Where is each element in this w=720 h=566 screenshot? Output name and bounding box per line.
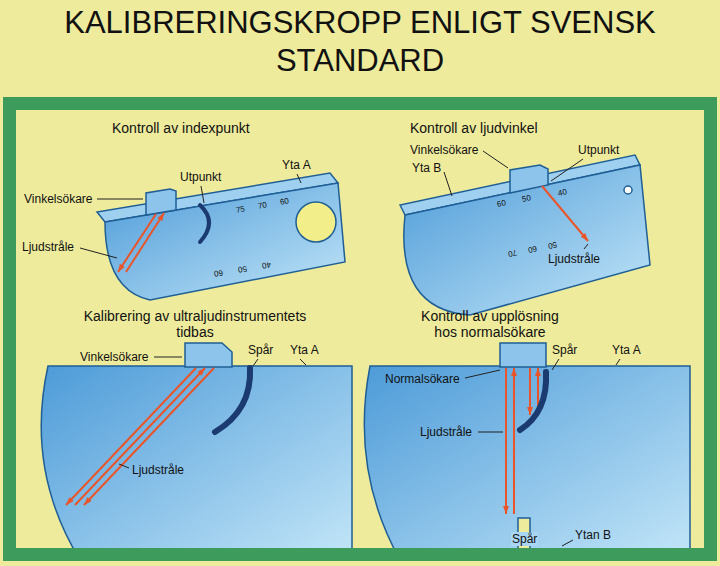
index-arc	[200, 205, 209, 242]
part-label: Yta B	[412, 161, 441, 175]
beam-line	[505, 368, 507, 514]
scale-number: 40	[557, 187, 568, 198]
panel-heading: Kalibrering av ultraljudinstrumentets ti…	[65, 308, 325, 340]
part-label: Yta A	[290, 343, 319, 357]
side-face	[364, 366, 690, 560]
panel-heading: Kontroll av ljudvinkel	[410, 120, 538, 136]
leader-lines	[80, 151, 620, 546]
scale-number: 50	[547, 239, 558, 250]
green-frame	[10, 104, 711, 555]
leader-line	[552, 359, 559, 370]
leader-line	[154, 357, 182, 358]
leader-line	[562, 540, 573, 546]
scale-number: 50	[237, 263, 247, 274]
angle-probe	[146, 189, 176, 215]
side-face	[41, 366, 352, 560]
beam-line	[542, 186, 588, 241]
sound-beam	[66, 368, 214, 505]
leader-line	[584, 244, 588, 249]
slot	[520, 372, 546, 430]
leader-line	[119, 464, 129, 468]
part-label: Ljudstråle	[132, 463, 184, 477]
part-label: Ljudstråle	[22, 240, 74, 254]
part-label: Spår	[552, 343, 577, 357]
part-label: Ljudstråle	[420, 425, 472, 439]
leader-line	[201, 186, 204, 203]
leader-line	[444, 172, 452, 196]
beam-line	[118, 214, 156, 272]
leader-line	[80, 248, 117, 258]
sound-beam	[118, 213, 164, 272]
part-label: Yta A	[282, 158, 311, 172]
leader-line	[478, 432, 503, 433]
part-label: Utpunkt	[180, 170, 221, 184]
scale-number: 60	[496, 198, 507, 209]
scale-number: 60	[279, 196, 289, 207]
part-label: Ytan B	[575, 528, 611, 542]
front-face	[105, 183, 345, 300]
leader-line	[616, 359, 620, 365]
part-label: Vinkelsökare	[24, 192, 92, 206]
part-label: Vinkelsökare	[410, 143, 478, 157]
leader-line	[465, 370, 500, 378]
leader-line	[483, 151, 508, 168]
beam-line	[75, 368, 205, 505]
part-label: Yta A	[612, 343, 641, 357]
beam-line	[537, 368, 539, 406]
leader-line	[297, 174, 301, 183]
scale-number: 60	[527, 243, 538, 254]
scale-number: 70	[507, 247, 518, 258]
leader-line	[97, 199, 143, 200]
panel-heading: Kontroll av indexpunkt	[112, 120, 250, 136]
calibration-block	[97, 173, 345, 300]
scale-number: 50	[521, 193, 532, 204]
leader-line	[300, 359, 306, 365]
part-label: Spår	[248, 343, 273, 357]
scale-number: 60	[213, 267, 223, 278]
calibration-block	[400, 155, 650, 315]
scale-number: 40	[261, 259, 271, 270]
part-label: Spår	[511, 532, 538, 546]
page-title: KALIBRERINGSKROPP ENLIGT SVENSK STANDARD	[60, 4, 660, 80]
beam-line	[529, 368, 531, 415]
panel-heading: Kontroll av upplösning hos normalsökare	[410, 308, 570, 340]
calibration-block	[41, 343, 352, 560]
angle-probe	[185, 343, 232, 367]
normal-probe	[500, 343, 546, 367]
part-label: Utpunkt	[578, 143, 619, 157]
scale-number: 75	[235, 204, 245, 215]
hole	[296, 202, 336, 242]
beam-line	[84, 368, 214, 505]
beam-line	[513, 368, 515, 514]
small-hole	[624, 186, 632, 194]
slot	[215, 368, 250, 432]
front-face	[404, 165, 650, 315]
calibration-block	[364, 343, 690, 560]
angle-probe	[510, 165, 548, 193]
beam-line	[66, 368, 196, 505]
leader-line	[253, 359, 258, 366]
part-label: Normalsökare	[385, 372, 460, 386]
sound-beam	[506, 368, 538, 514]
part-label: Vinkelsökare	[80, 350, 148, 364]
beam-line	[126, 213, 164, 272]
leader-line	[551, 159, 583, 181]
part-label: Ljudstråle	[548, 252, 600, 266]
scale-number: 70	[257, 200, 267, 211]
